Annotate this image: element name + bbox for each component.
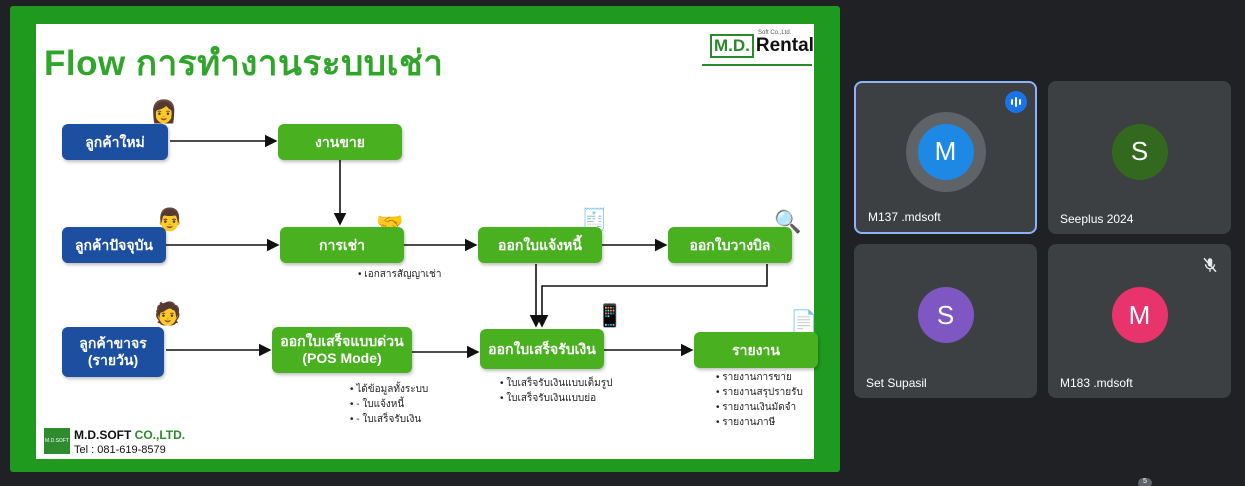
md-rental-logo: M.D. Rental Soft Co.,Ltd.	[710, 30, 814, 62]
report-paper-icon: 📄	[790, 309, 818, 334]
participant-tile-set-supasil[interactable]: S Set Supasil	[854, 244, 1037, 398]
receipt-notes: ใบเสร็จรับเงินแบบเต็มรูป ใบเสร็จรับเงินแ…	[500, 376, 612, 406]
pos-notes: ได้ข้อมูลทั้งระบบ - ใบแจ้งหนี้ - ใบเสร็จ…	[350, 382, 428, 427]
receipt-phone-icon: 📱	[596, 303, 624, 328]
screen-share-frame: Flow การทำงานระบบเช่า M.D. Rental Soft C…	[10, 6, 840, 472]
report-notes: รายงานการขาย รายงานสรุปรายรับ รายงานเงิน…	[716, 370, 803, 430]
company-telephone: Tel : 081-619-8579	[74, 444, 166, 456]
participant-name: M137 .mdsoft	[868, 210, 941, 224]
avatar: S	[1111, 123, 1168, 180]
invoice-box: ออกใบแจ้งหนี้	[478, 227, 602, 263]
walkin-customer-icon: 🧑	[154, 301, 182, 326]
participant-tile-seeplus[interactable]: S Seeplus 2024	[1048, 81, 1231, 234]
mdsoft-small-logo: M.D.SOFT	[44, 428, 70, 454]
new-customer-box: ลูกค้าใหม่	[62, 124, 168, 160]
rent-box: การเช่า	[280, 227, 404, 263]
speaking-indicator-icon	[1005, 91, 1027, 113]
walkin-customer-box: ลูกค้าขาจร (รายวัน)	[62, 327, 164, 377]
company-name: M.D.SOFT CO.,LTD.	[74, 428, 186, 442]
avatar: S	[917, 287, 974, 343]
participant-name: M183 .mdsoft	[1060, 376, 1133, 390]
participant-name: Set Supasil	[866, 376, 927, 390]
logo-underline	[702, 64, 812, 66]
participant-tile-m137[interactable]: M M137 .mdsoft	[854, 81, 1037, 234]
current-customer-box: ลูกค้าปัจจุบัน	[62, 227, 166, 263]
female-customer-icon: 👩	[150, 99, 178, 124]
avatar: M	[917, 123, 974, 180]
participant-name: Seeplus 2024	[1060, 212, 1134, 226]
quick-receipt-box: ออกใบเสร็จแบบด่วน (POS Mode)	[272, 327, 412, 373]
participant-count-badge: 5	[1138, 478, 1152, 486]
report-box: รายงาน	[694, 332, 818, 368]
presentation-slide: Flow การทำงานระบบเช่า M.D. Rental Soft C…	[36, 24, 818, 459]
sales-box: งานขาย	[278, 124, 402, 160]
billing-box: ออกใบวางบิล	[668, 227, 792, 263]
avatar: M	[1111, 287, 1168, 343]
slide-title: Flow การทำงานระบบเช่า	[44, 44, 444, 83]
flow-arrows	[166, 134, 768, 359]
rent-notes: เอกสารสัญญาเช่า	[358, 267, 441, 282]
receipt-box: ออกใบเสร็จรับเงิน	[480, 329, 604, 369]
mic-off-icon	[1203, 257, 1217, 273]
participant-tile-m183[interactable]: M M183 .mdsoft	[1048, 244, 1231, 398]
